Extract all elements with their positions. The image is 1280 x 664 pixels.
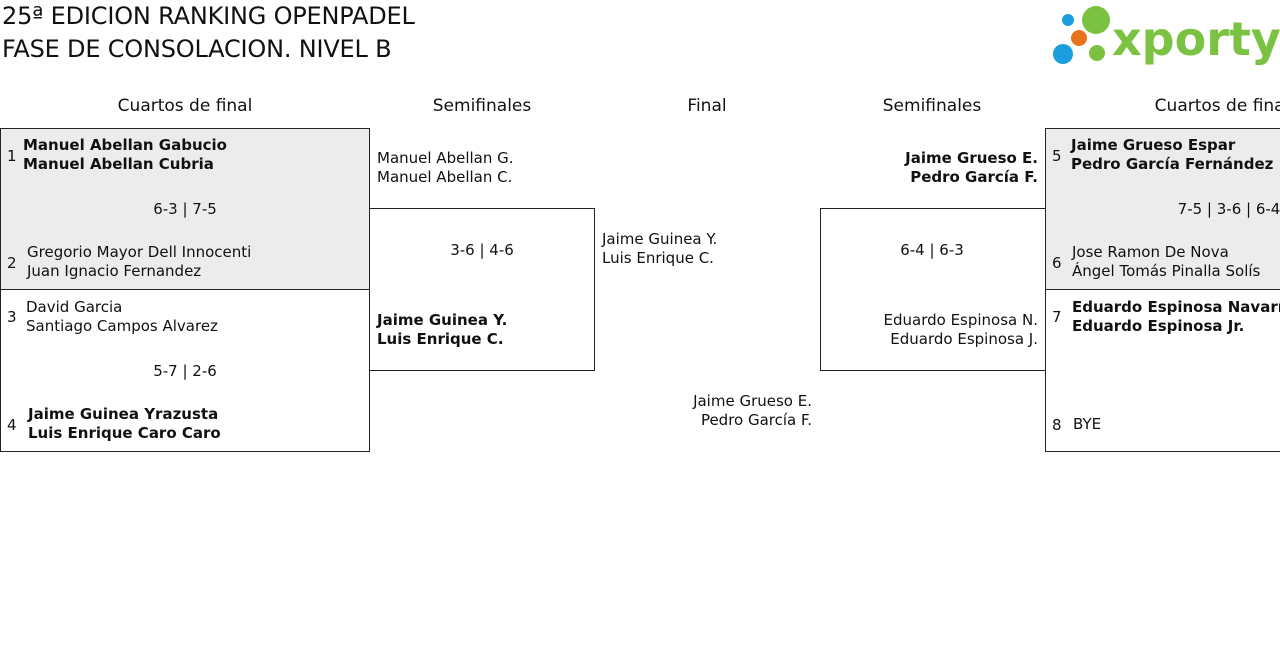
round-header-final: Final <box>687 96 727 116</box>
seed-number: 8 <box>1052 416 1062 434</box>
seed-number: 4 <box>7 416 17 434</box>
qf-match-4 <box>1045 289 1280 452</box>
round-header-sf-right: Semifinales <box>882 96 982 116</box>
round-header-qf-left: Cuartos de final <box>117 96 253 116</box>
match-score: 5-7 | 2-6 <box>153 362 217 380</box>
team-player-1: Manuel Abellan G. <box>377 149 514 167</box>
seed-number: 7 <box>1052 308 1062 326</box>
page-subtitle: FASE DE CONSOLACION. NIVEL B <box>2 35 392 63</box>
team-player-2: Eduardo Espinosa J. <box>890 330 1038 348</box>
team-player-2: Juan Ignacio Fernandez <box>27 262 202 280</box>
seed-number: 5 <box>1052 147 1062 165</box>
team-player-1: Gregorio Mayor Dell Innocenti <box>27 243 252 261</box>
match-score: 7-5 | 3-6 | 6-4 <box>1177 200 1280 218</box>
team-player-1: Jaime Grueso E. <box>905 149 1038 167</box>
team-player-1: Eduardo Espinosa Navarro <box>1072 298 1280 316</box>
team-player-2: Luis Enrique Caro Caro <box>28 424 221 442</box>
round-header-sf-left: Semifinales <box>432 96 532 116</box>
team-player-2: Pedro García F. <box>910 168 1038 186</box>
qf-match-1 <box>0 128 370 290</box>
match-score: 6-3 | 7-5 <box>153 200 217 218</box>
match-score: 6-4 | 6-3 <box>900 241 964 259</box>
team-player-2: Ángel Tomás Pinalla Solís <box>1072 262 1261 280</box>
xporty-logo: xporty <box>1053 6 1280 66</box>
team-player-2: Manuel Abellan Cubria <box>23 155 214 173</box>
team-player-1: Jose Ramon De Nova <box>1072 243 1229 261</box>
seed-number: 3 <box>7 308 17 326</box>
team-player-2: Manuel Abellan C. <box>377 168 513 186</box>
round-header-qf-right: Cuartos de final <box>1154 96 1280 116</box>
team-player-2: Pedro García Fernández <box>1071 155 1274 173</box>
team-player-1: David Garcia <box>26 298 123 316</box>
seed-number: 1 <box>7 147 17 165</box>
finalist-left-player-1: Jaime Guinea Y. <box>602 230 718 248</box>
match-score: 3-6 | 4-6 <box>450 241 514 259</box>
team-player-1: Jaime Guinea Yrazusta <box>28 405 219 423</box>
page-title: 25ª EDICION RANKING OPENPADEL <box>2 2 415 30</box>
qf-match-3 <box>1045 128 1280 290</box>
team-player-2: Santiago Campos Alvarez <box>26 317 218 335</box>
sf-match-left <box>369 208 595 371</box>
logo-text: xporty <box>1112 12 1280 66</box>
seed-number: 6 <box>1052 254 1062 272</box>
finalist-right-player-2: Pedro García F. <box>700 411 812 429</box>
team-player-2: Eduardo Espinosa Jr. <box>1072 317 1245 335</box>
team-player-1: Jaime Grueso Espar <box>1071 136 1236 154</box>
seed-number: 2 <box>7 254 17 272</box>
team-player-2: Luis Enrique C. <box>377 330 504 348</box>
team-player-1: Manuel Abellan Gabucio <box>23 136 227 154</box>
finalist-right-player-1: Jaime Grueso E. <box>693 392 812 410</box>
team-player-1: Eduardo Espinosa N. <box>883 311 1039 329</box>
team-player-1: BYE <box>1073 415 1102 433</box>
finalist-left-player-2: Luis Enrique C. <box>602 249 714 267</box>
team-player-1: Jaime Guinea Y. <box>377 311 508 329</box>
